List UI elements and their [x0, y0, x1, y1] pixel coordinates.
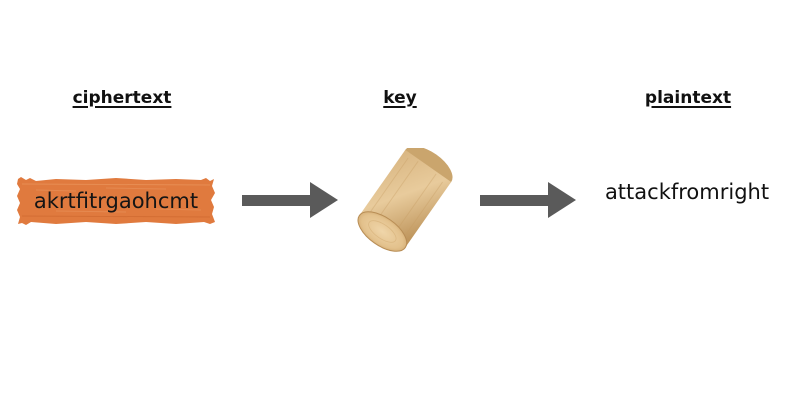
key-heading: key: [383, 88, 417, 108]
ciphertext-tape: akrtfitrgaohcmt: [16, 176, 216, 226]
plaintext-value: attackfromright: [604, 180, 770, 204]
ciphertext-heading: ciphertext: [72, 88, 172, 108]
ciphertext-value: akrtfitrgaohcmt: [33, 189, 199, 213]
right-arrow-icon: [480, 182, 576, 218]
wooden-cylinder-key-icon: [357, 148, 453, 252]
plaintext-heading: plaintext: [644, 88, 732, 108]
right-arrow-icon: [242, 182, 338, 218]
tape-strip-icon: [17, 177, 215, 225]
